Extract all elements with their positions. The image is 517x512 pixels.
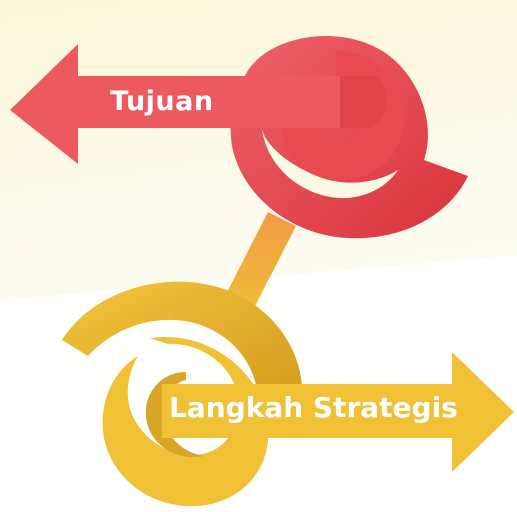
steps-spiral-inner [145, 372, 204, 458]
goal-spiral-cap [340, 76, 386, 128]
steps-arrow-shape [162, 352, 514, 472]
steps-spiral-outer [62, 281, 302, 396]
steps-label: Langkah Strategis [169, 391, 458, 424]
goal-arrow-shape [10, 44, 362, 164]
steps-spiral-ring [102, 336, 269, 507]
goal-spiral-gap [262, 130, 398, 199]
connector-bar [222, 212, 296, 316]
goal-label: Tujuan [110, 86, 214, 117]
